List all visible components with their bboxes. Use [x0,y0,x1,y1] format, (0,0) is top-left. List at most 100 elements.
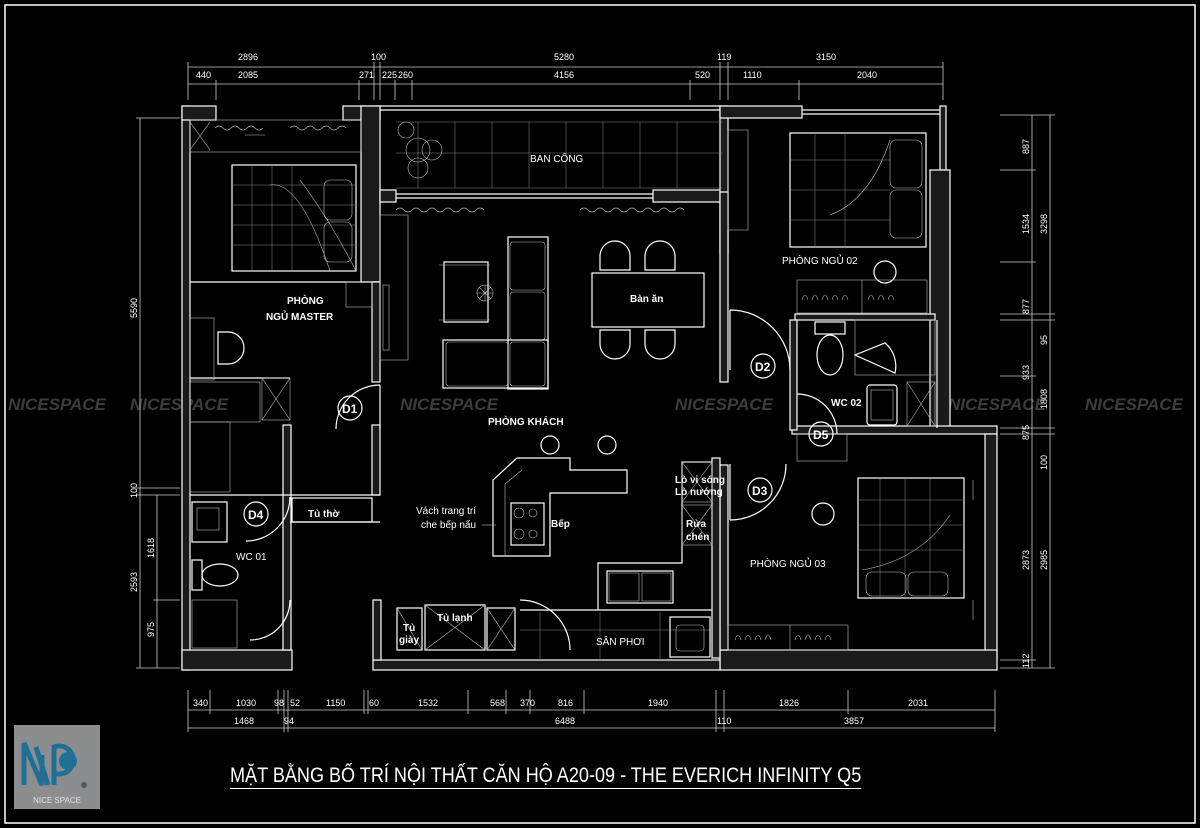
label-dishwasher: chén [686,532,709,543]
watermark-text: NICESPACE [675,395,774,414]
dim-label: 119 [717,52,731,62]
dim-label: 5590 [129,298,139,318]
label-shoe-cabinet: Tủ [403,623,415,634]
dim-label: 2896 [238,52,258,62]
dim-label: 225 [382,70,397,80]
dim-label: 110 [717,716,731,726]
kitchen-sink-icon [606,570,674,604]
dim-label: 2593 [129,572,139,592]
dim-label: 100 [129,483,139,498]
plant-icon [397,121,443,179]
sink-icon [866,384,898,426]
furniture [189,119,974,660]
toilet-icon [814,321,846,376]
dim-label: 112 [1021,654,1031,668]
label-microwave-oven: Lò nướng [675,487,723,498]
watermark: NICESPACE NICESPACE NICESPACE NICESPACE … [8,395,1184,414]
toilet-icon [191,559,239,591]
dim-label: 271 [359,70,374,80]
dim-label: 60 [369,698,379,708]
walls [181,105,998,671]
dim-label: 1534 [1021,214,1031,234]
dim-label: 260 [398,70,413,80]
door-tag-d1: D1 [342,402,358,416]
nice-space-logo: NICE SPACE [14,725,100,809]
label-dishwasher: Rửa [686,519,706,530]
dim-label: 2085 [238,70,258,80]
dim-label: 2985 [1039,550,1049,570]
dimensions-right: 887 1534 877 933 875 2873 112 3298 95 18… [1000,114,1055,669]
label-partition: Vách trang trí [416,506,476,517]
door-tag-d2: D2 [755,360,771,374]
label-dining: Bàn ăn [630,294,663,305]
dim-label: 816 [558,698,573,708]
drawing-title: MẶT BẰNG BỐ TRÍ NỘI THẤT CĂN HỘ A20-09 -… [230,764,862,789]
dimensions-left: 5590 100 2593 1618 975 [129,117,180,669]
dim-label: 1808 [1039,389,1049,409]
dim-label: 1532 [418,698,438,708]
dim-label: 1110 [743,70,762,80]
label-balcony: BAN CÔNG [530,152,584,165]
dim-label: 2873 [1021,550,1031,570]
label-microwave-oven: Lò vi sóng [675,475,725,486]
dim-label: 975 [146,622,156,637]
dim-label: 3298 [1039,214,1049,234]
dim-label: 1618 [146,538,156,558]
dim-label: 4156 [554,70,574,80]
dim-label: 877 [1021,299,1031,314]
dimensions-top: 2896 100 5280 119 3150 440 2085 271 225 … [187,52,944,100]
dim-label: 95 [1039,335,1049,345]
dim-label: 440 [196,70,211,80]
dim-label: 6488 [555,716,575,726]
dim-label: 98 [274,698,284,708]
label-fridge: Tủ lạnh [437,613,473,624]
np-logo-mark-icon [21,742,87,788]
dim-label: 3150 [816,52,836,62]
dimensions-bottom: 340 1030 98 52 1150 60 1532 568 370 816 … [187,690,996,732]
door-tag-d5: D5 [813,428,829,442]
label-master-bedroom: NGỦ MASTER [266,310,334,323]
label-bedroom-3: PHÒNG NGỦ 03 [750,557,826,570]
dim-label: 100 [371,52,386,62]
label-drying-yard: SÂN PHƠI [596,635,645,648]
dim-label: 1826 [779,698,799,708]
watermark-text: NICESPACE [948,395,1047,414]
dim-label: 340 [193,698,208,708]
label-bedroom-2: PHÒNG NGỦ 02 [782,254,858,267]
dim-label: 2031 [908,698,928,708]
door-tag-d3: D3 [752,484,768,498]
label-living-room: PHÒNG KHÁCH [488,415,564,428]
door-tags: D1 D2 D3 D4 D5 [243,353,834,527]
watermark-text: NICESPACE [130,395,229,414]
room-labels: BAN CÔNG PHÒNG NGỦ MASTER PHÒNG NGỦ 02 B… [236,152,862,648]
watermark-text: NICESPACE [400,395,499,414]
door-tag-d4: D4 [248,508,264,522]
dim-label: 887 [1021,139,1031,154]
dim-label: 2040 [857,70,877,80]
dim-label: 568 [490,698,505,708]
label-altar-cabinet: Tủ thờ [308,509,340,520]
dim-label: 1468 [234,716,254,726]
label-wc-02: WC 02 [831,398,862,409]
dim-label: 100 [1039,455,1049,470]
watermark-text: NICESPACE [8,395,107,414]
dim-label: 370 [520,698,535,708]
dim-label: 1940 [648,698,668,708]
dim-label: 5280 [554,52,574,62]
label-stove: Bếp [551,518,570,530]
label-master-bedroom: PHÒNG [287,294,324,307]
dim-label: 1030 [236,698,256,708]
drawing-frame [4,4,1196,824]
logo-text: NICE SPACE [33,796,81,805]
sink-icon [191,501,228,543]
dim-label: 875 [1021,425,1031,440]
dim-label: 94 [284,716,294,726]
plant-icon [476,284,494,302]
dim-label: 933 [1021,365,1031,380]
label-wc-01: WC 01 [236,552,267,563]
dim-label: 52 [290,698,300,708]
watermark-text: NICESPACE [1085,395,1184,414]
label-partition: che bếp nấu [421,519,476,531]
label-shoe-cabinet: giày [399,635,419,646]
